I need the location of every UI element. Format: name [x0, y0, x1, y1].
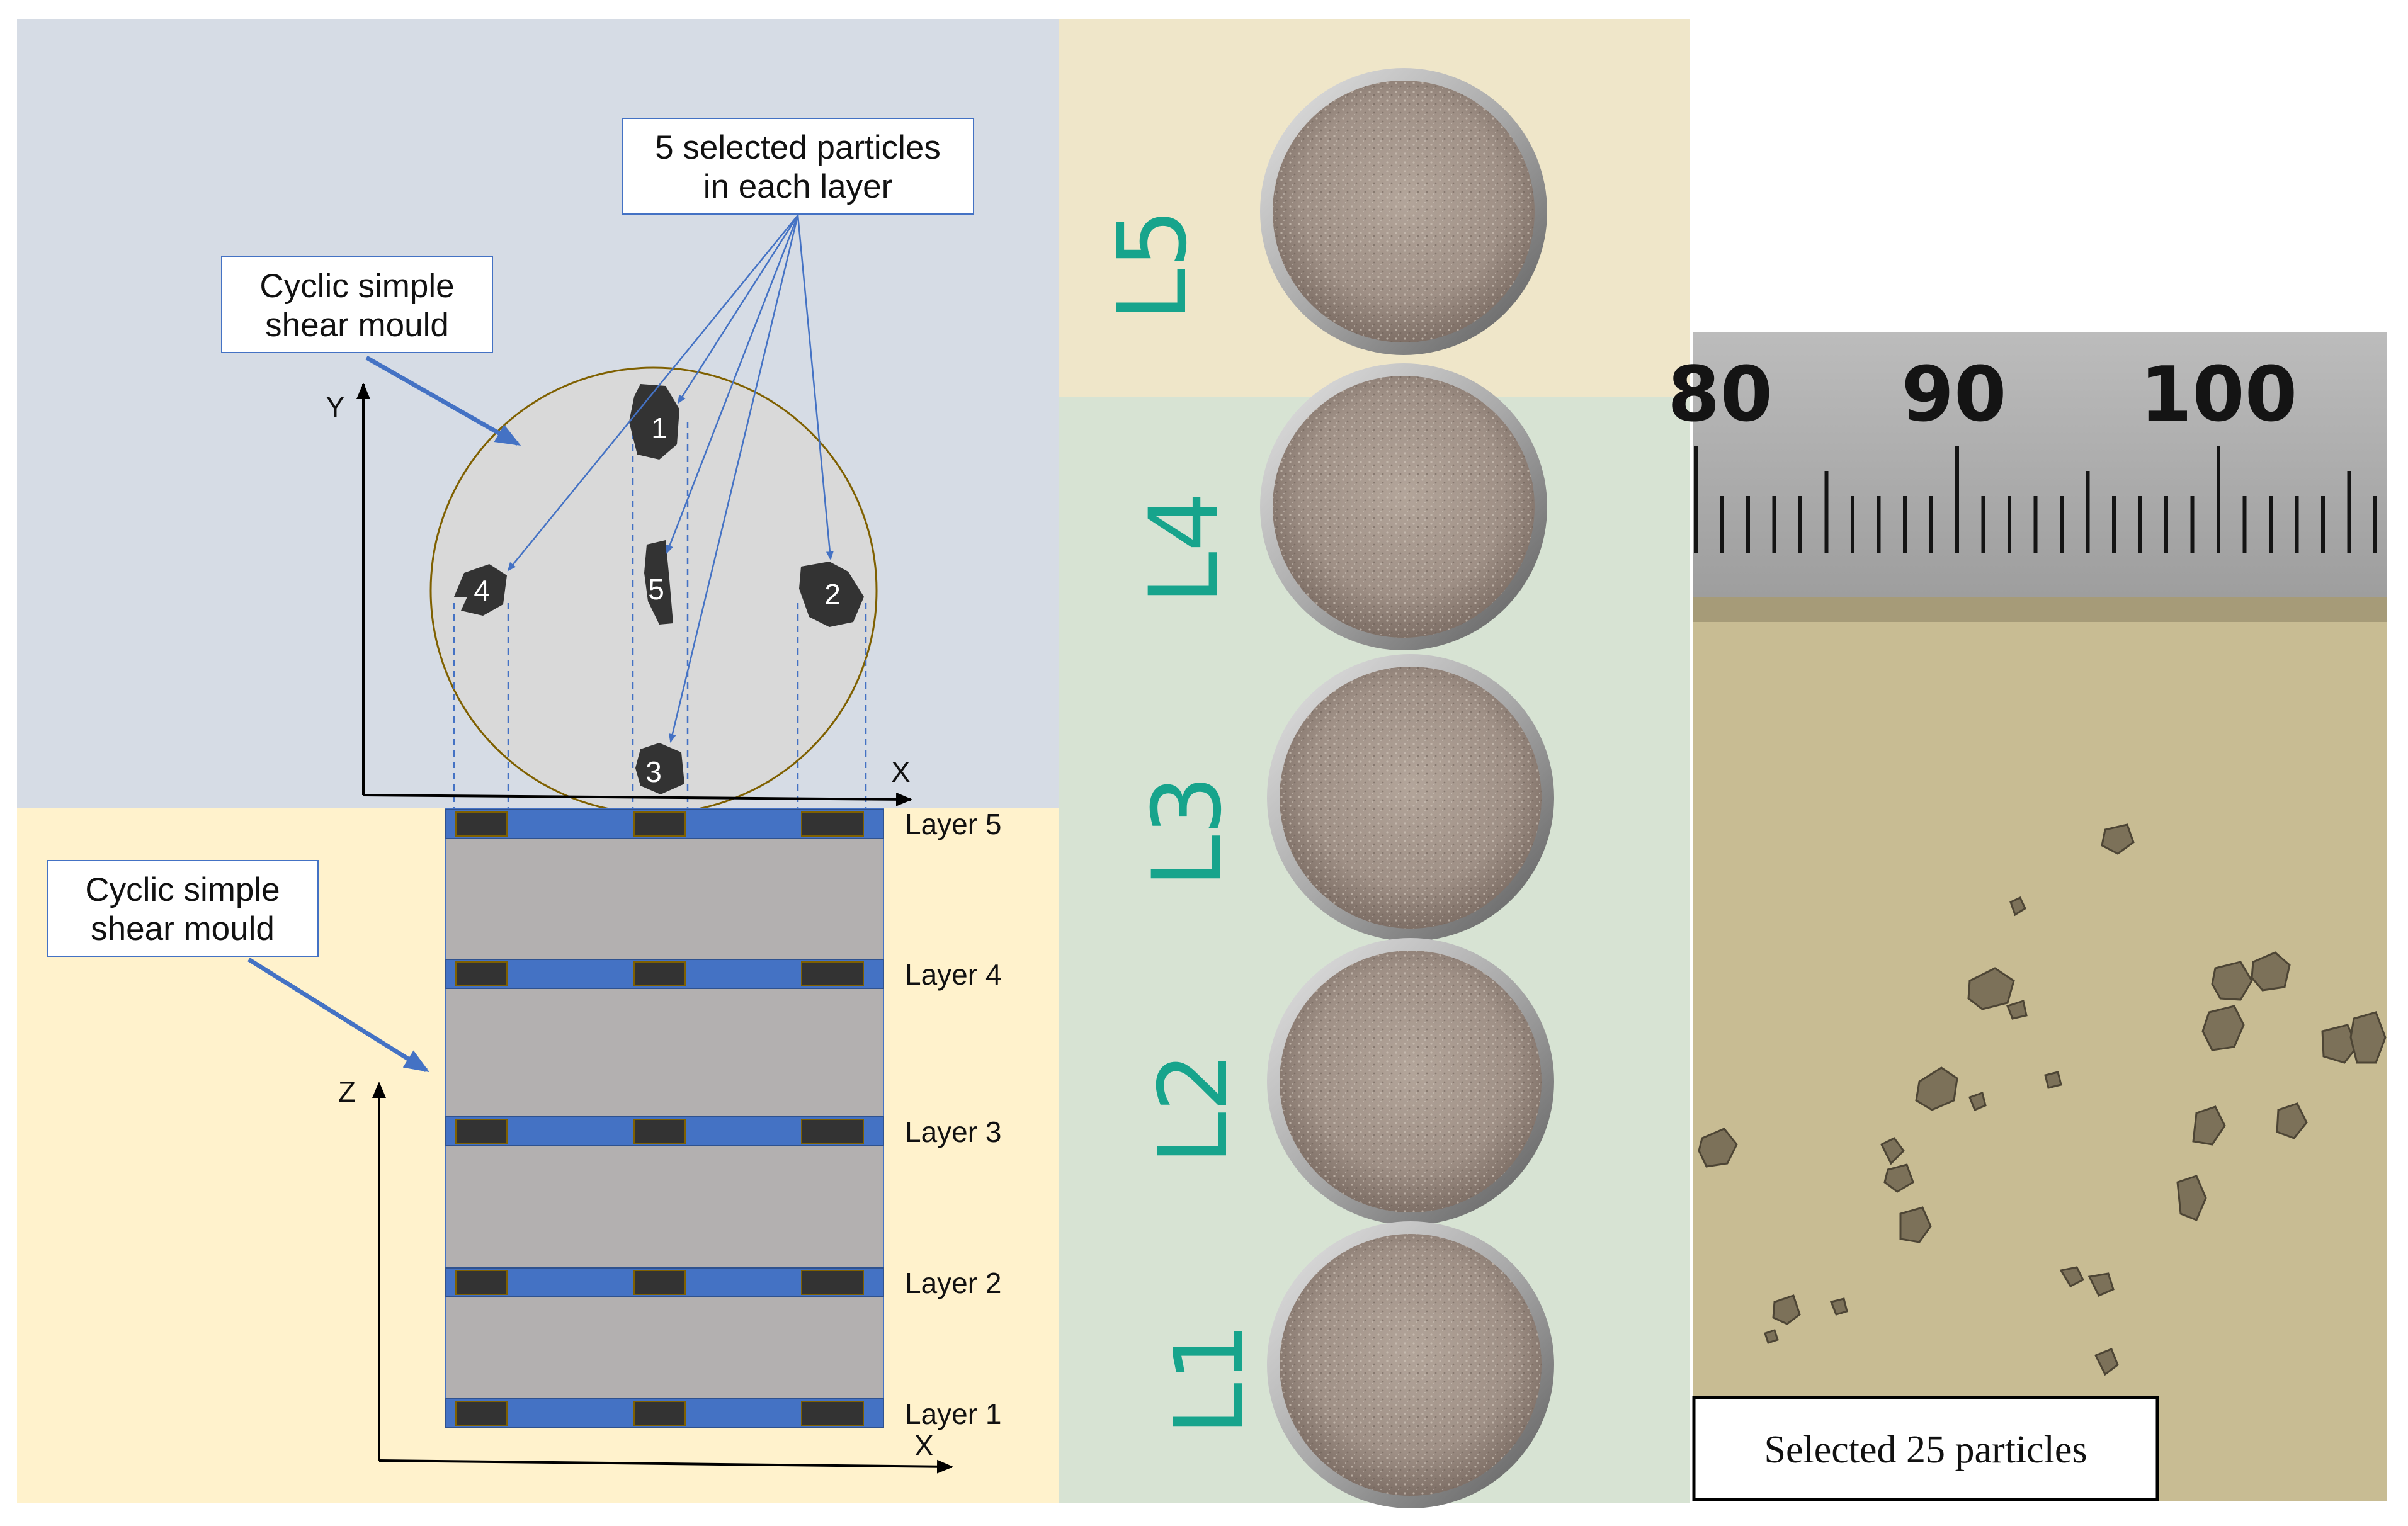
schematic-svg: 1 2 3 4 5 Y X 5 selected particles in ea…	[17, 19, 1059, 1503]
x-axis-label-side: X	[914, 1429, 934, 1462]
particle-label-4: 4	[474, 574, 490, 607]
callout-mould-side-box	[47, 860, 319, 957]
particle-numbers: 1 2 3 4 5	[474, 412, 841, 788]
z-axis-label: Z	[338, 1075, 356, 1108]
callout-particles-box	[622, 118, 974, 215]
x-axis-side	[378, 1459, 953, 1474]
callout-mould-top-arrow	[365, 355, 521, 446]
particle-3	[635, 743, 684, 794]
sample-layers-svg: L5 L4 L3 L2 L1	[1059, 19, 1690, 1508]
layer-label-2: Layer 2	[905, 1267, 1001, 1299]
particle-shapes	[454, 384, 864, 794]
callout-mould-top-box	[221, 256, 493, 353]
particle-2	[799, 562, 864, 627]
sample-container-2	[1267, 938, 1554, 1225]
callout-mould-top-line2: shear mould	[265, 307, 449, 344]
x-axis-label-top: X	[891, 755, 911, 788]
selected-particles-photo: 80 90 100 Selected 25 particles	[1667, 332, 2387, 1501]
handwritten-label-L4: L4	[1130, 492, 1239, 604]
layer-label-1: Layer 1	[905, 1398, 1001, 1430]
sample-layers-photo: L5 L4 L3 L2 L1	[1059, 19, 1690, 1508]
x-axis-top	[363, 792, 912, 806]
handwritten-label-L3: L3	[1133, 775, 1242, 888]
particle-1	[629, 384, 679, 460]
ruler-ticks	[1694, 446, 2377, 553]
layer-label-5: Layer 5	[905, 808, 1001, 840]
ruler-number-90: 90	[1902, 351, 2007, 439]
callout-particles-line1: 5 selected particles	[655, 129, 941, 166]
handwritten-label-L2: L2	[1139, 1052, 1249, 1165]
schematic-diagram: 1 2 3 4 5 Y X 5 selected particles in ea…	[17, 19, 1059, 1503]
sample-container-3	[1267, 654, 1554, 941]
ruler-shadow	[1693, 597, 2387, 622]
y-axis-label: Y	[326, 390, 345, 423]
particle-label-1: 1	[651, 412, 667, 444]
ruler-number-80: 80	[1667, 351, 1773, 439]
caption-text: Selected 25 particles	[1764, 1428, 2087, 1471]
sample-container-5	[1260, 68, 1547, 355]
callout-mould-side-arrow	[247, 958, 430, 1073]
particle-label-5: 5	[648, 573, 664, 606]
layer-bands	[445, 809, 884, 1428]
handwritten-label-L1: L1	[1155, 1323, 1264, 1435]
particle-4	[454, 564, 507, 616]
layer-label-4: Layer 4	[905, 958, 1001, 991]
callout-mould-top-line1: Cyclic simple	[259, 268, 454, 305]
caption-box	[1692, 1396, 2159, 1501]
particle-pointer-arrows	[507, 215, 834, 743]
layer-label-3: Layer 3	[905, 1116, 1001, 1148]
sample-container-4	[1260, 363, 1547, 650]
callout-mould-side-line2: shear mould	[91, 910, 275, 947]
callout-mould-side-line1: Cyclic simple	[85, 871, 280, 908]
particle-5	[644, 540, 673, 625]
sample-container-1	[1267, 1221, 1554, 1508]
selected-particles-svg: 80 90 100 Selected 25 particles	[1667, 332, 2387, 1501]
ruler-number-100: 100	[2140, 351, 2298, 439]
callout-particles-line2: in each layer	[703, 168, 893, 205]
sand-particles	[1698, 823, 2387, 1376]
particle-label-3: 3	[645, 755, 662, 788]
particle-label-2: 2	[824, 578, 841, 611]
handwritten-label-L5: L5	[1098, 208, 1208, 321]
